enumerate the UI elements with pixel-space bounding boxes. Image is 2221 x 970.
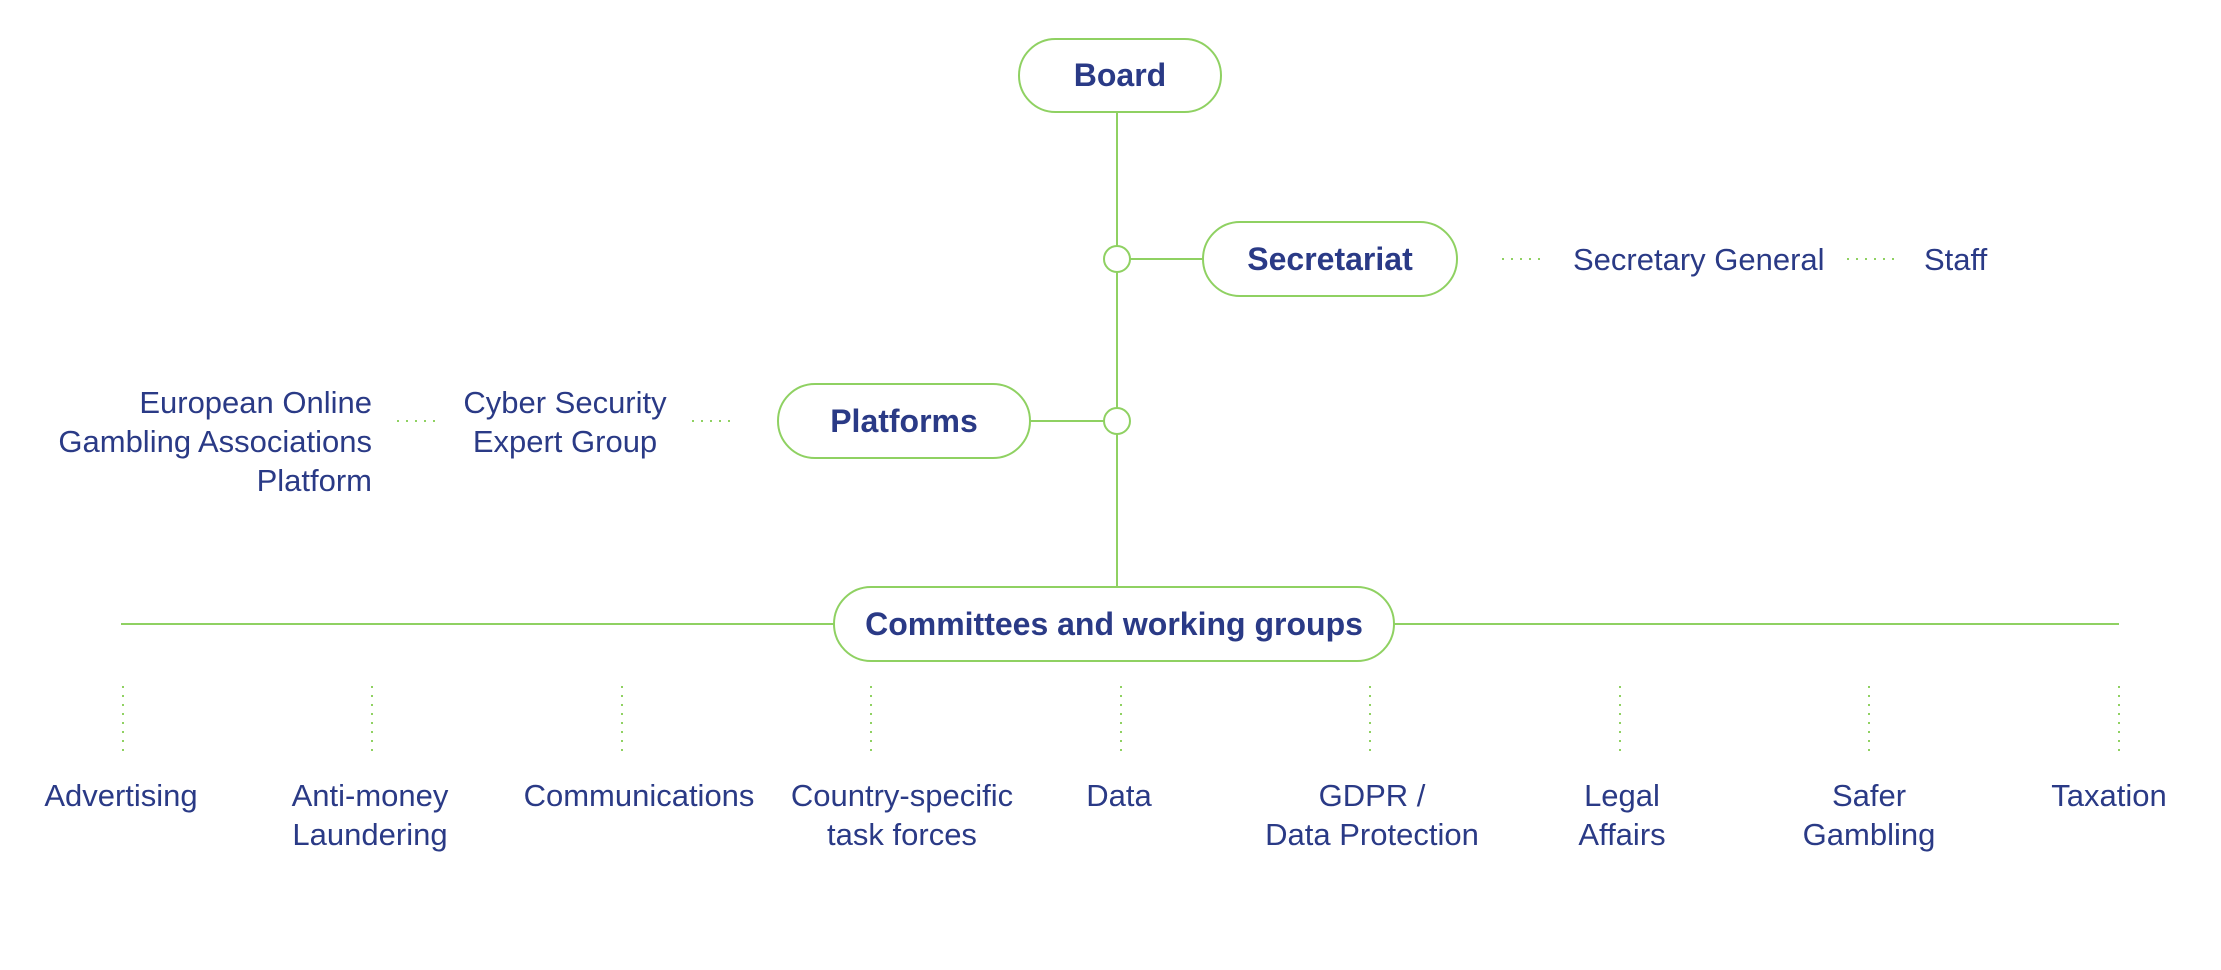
committees-node: Committees and working groups bbox=[833, 586, 1395, 662]
committee-gdpr: GDPR / Data Protection bbox=[1265, 778, 1479, 852]
committee-safer-gambling: Safer Gambling bbox=[1802, 778, 1936, 852]
committee-communications: Communications bbox=[523, 778, 755, 813]
cyber-security-label: Cyber Security Expert Group bbox=[463, 385, 667, 459]
board-node: Board bbox=[1018, 38, 1222, 113]
committee-country-specific: Country-specific task forces bbox=[790, 778, 1014, 852]
committee-legal-affairs: Legal Affairs bbox=[1578, 778, 1666, 852]
committee-data: Data bbox=[1086, 778, 1152, 813]
staff-label: Staff bbox=[1924, 242, 1988, 277]
committee-taxation: Taxation bbox=[2051, 778, 2167, 813]
committee-advertising: Advertising bbox=[44, 778, 198, 813]
committee-anti-money-laundering: Anti-money Laundering bbox=[291, 778, 449, 852]
secretariat-node: Secretariat bbox=[1202, 221, 1458, 297]
platforms-junction bbox=[1103, 407, 1131, 435]
eoga-platform-label: European Online Gambling Associations Pl… bbox=[58, 385, 372, 498]
secretariat-junction bbox=[1103, 245, 1131, 273]
platforms-node: Platforms bbox=[777, 383, 1031, 459]
secretary-general-label: Secretary General bbox=[1573, 242, 1825, 277]
